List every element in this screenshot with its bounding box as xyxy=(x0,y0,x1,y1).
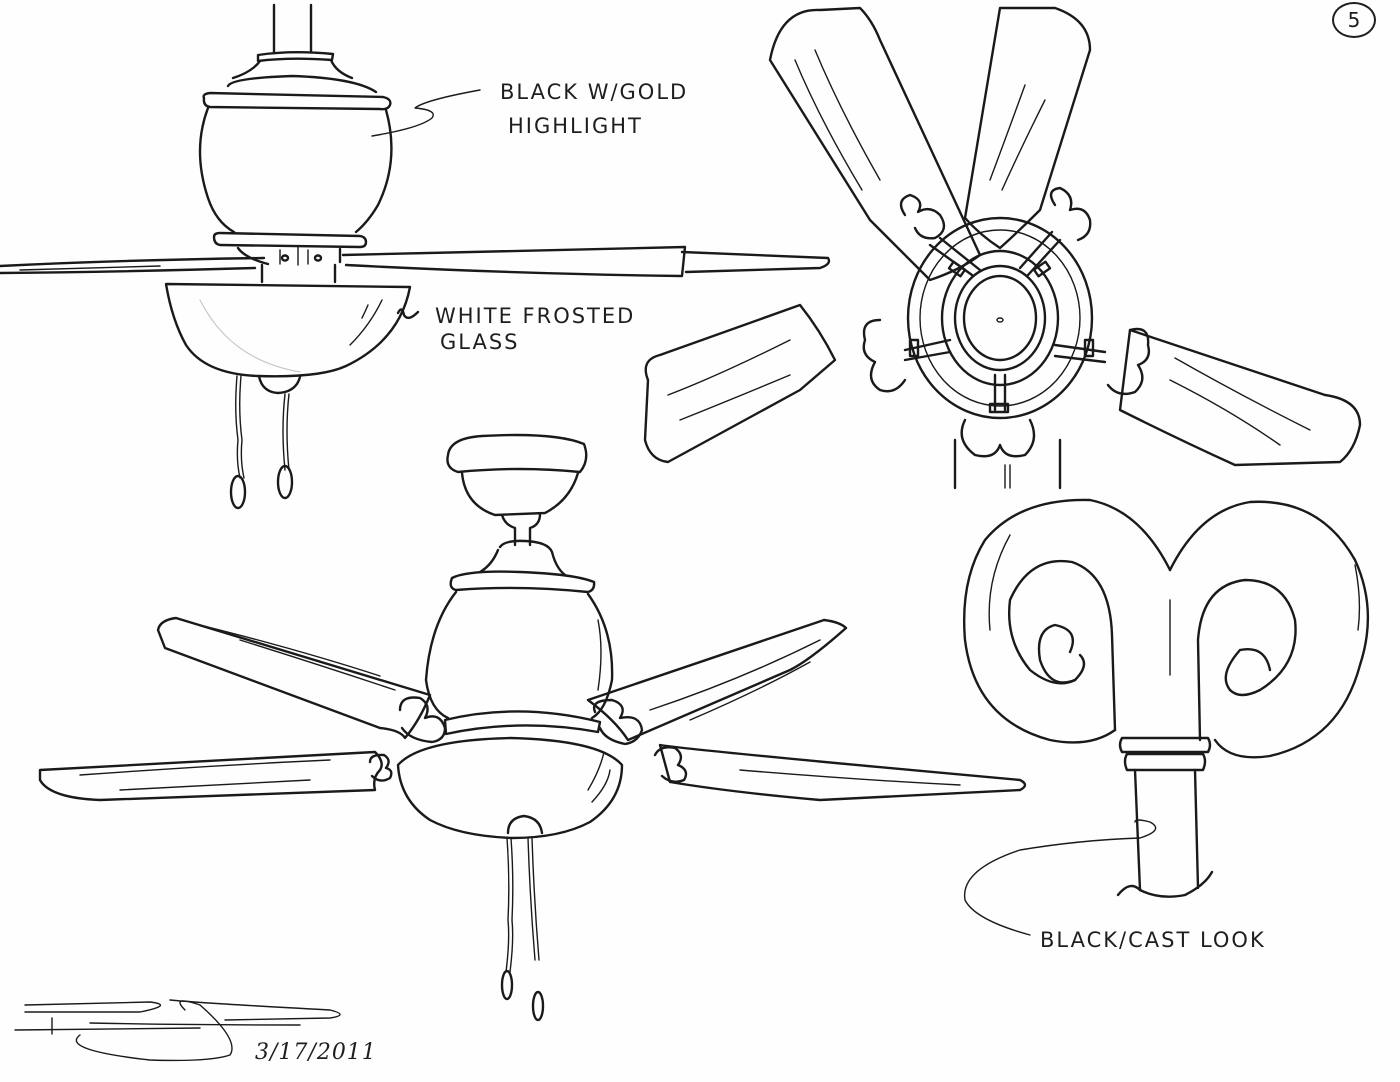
callout-bracket-finish: BLACK/CAST LOOK xyxy=(1040,928,1266,952)
callout-motor-housing-line1: BLACK W/GOLD xyxy=(500,80,689,104)
callout-light-bowl-line2: GLASS xyxy=(440,330,520,354)
callout-light-bowl-line1: WHITE FROSTED xyxy=(435,304,636,328)
side-elevation-view xyxy=(0,3,831,510)
bracket-detail-view xyxy=(962,498,1370,936)
page-number-badge: 5 xyxy=(1332,2,1376,38)
callout-motor-housing-line2: HIGHLIGHT xyxy=(508,114,643,138)
perspective-view xyxy=(38,433,1027,1022)
signature-date: 3/17/2011 xyxy=(255,1040,377,1065)
bottom-view xyxy=(643,6,1362,490)
signature xyxy=(14,999,341,1062)
